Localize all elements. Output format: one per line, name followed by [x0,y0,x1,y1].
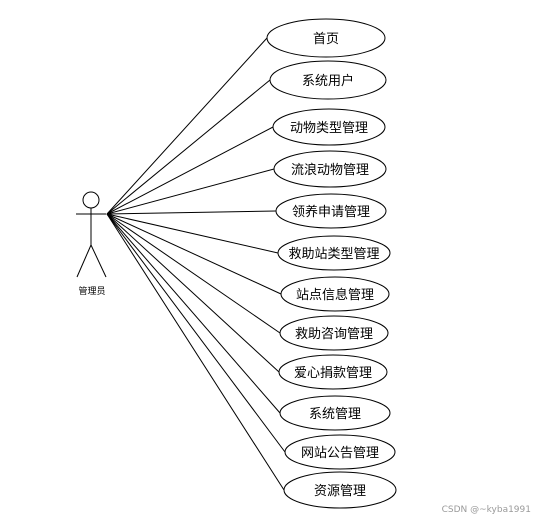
actor-label: 管理员 [78,285,105,297]
use-case-ellipse [277,235,391,271]
use-case-ellipse [279,315,389,351]
association-line [106,126,274,215]
use-case-label: 网站公告管理 [301,446,379,461]
association-line [106,168,275,215]
association-line [106,213,281,414]
use-case: 救助咨询管理 [279,315,389,351]
use-case-label: 资源管理 [314,484,366,499]
association-lines [106,37,286,491]
association-line [106,213,280,373]
use-case: 站点信息管理 [280,276,390,312]
use-case-ellipse [278,354,388,390]
use-case: 首页 [266,18,386,58]
association-line [106,213,285,491]
use-case-ellipse [272,108,386,146]
use-case-label: 救助咨询管理 [295,326,373,342]
use-case-ellipse [280,276,390,312]
association-line [106,213,279,254]
use-case: 系统用户 [269,60,387,100]
actor-right-leg [90,244,107,278]
use-case: 系统管理 [279,395,391,431]
association-line [106,210,277,215]
watermark: CSDN @~kyba1991 [441,505,531,515]
use-case: 领养申请管理 [275,193,387,229]
use-case-ellipse [279,395,391,431]
use-case: 救助站类型管理 [277,235,391,271]
use-case-label: 领养申请管理 [292,204,370,220]
use-case: 动物类型管理 [272,108,386,146]
association-line [106,213,286,453]
actor-administrator: 管理员 [76,191,107,297]
use-case: 爱心捐款管理 [278,354,388,390]
association-line [106,37,268,215]
use-case-label: 救助站类型管理 [288,246,379,262]
use-case-label: 爱心捐款管理 [294,366,372,381]
use-case: 流浪动物管理 [273,150,387,188]
use-case-label: 系统用户 [302,73,354,89]
actor-head [82,191,100,209]
use-case-label: 系统管理 [309,407,361,422]
actor-left-leg [76,244,92,278]
use-case-ellipse [266,18,386,58]
use-case-label: 站点信息管理 [296,287,374,303]
use-case-ellipse [283,471,397,509]
use-case-ellipse [269,60,387,100]
use-case: 网站公告管理 [284,434,396,470]
use-case-ellipse [273,150,387,188]
use-case-list: 首页系统用户动物类型管理流浪动物管理领养申请管理救助站类型管理站点信息管理救助咨… [266,18,397,509]
association-line [106,213,281,334]
use-case-ellipse [275,193,387,229]
use-case-ellipse [284,434,396,470]
use-case: 资源管理 [283,471,397,509]
use-case-label: 动物类型管理 [290,121,368,136]
use-case-label: 首页 [313,32,339,47]
association-line [106,79,271,215]
use-case-label: 流浪动物管理 [291,163,369,178]
association-line [106,213,282,295]
